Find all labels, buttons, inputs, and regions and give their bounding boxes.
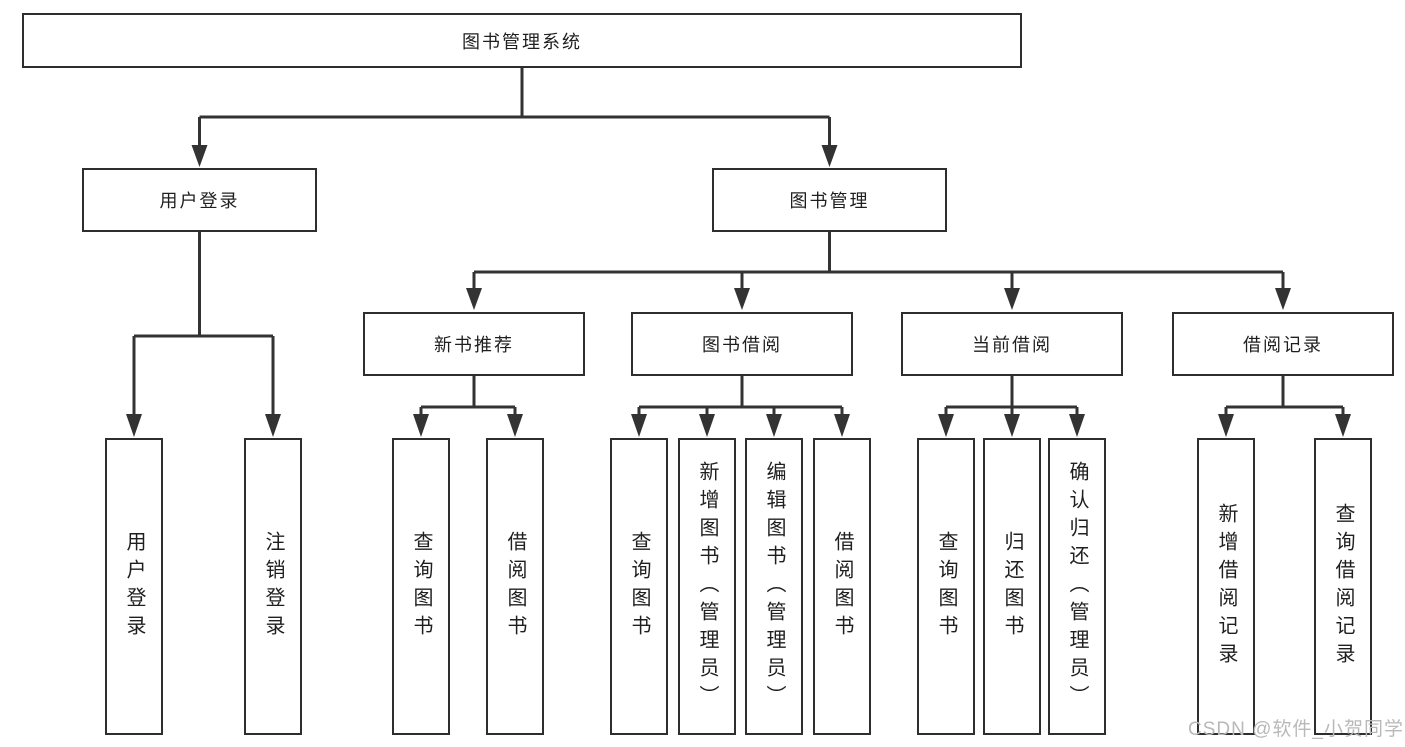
node-borrow-record: 借阅记录 — [1172, 312, 1394, 376]
node-new-book-recommend: 新书推荐 — [363, 312, 585, 376]
leaf-query-books-recommend-label: 查询图书 — [410, 530, 432, 643]
leaf-query-books-current-label: 查询图书 — [935, 530, 957, 643]
node-borrow-record-label: 借阅记录 — [1243, 335, 1323, 355]
leaf-borrow-books: 借阅图书 — [813, 438, 871, 735]
leaf-query-borrow-record: 查询借阅记录 — [1314, 438, 1372, 735]
node-book-management-label: 图书管理 — [789, 191, 870, 211]
leaf-borrow-books-recommend: 借阅图书 — [486, 438, 544, 735]
leaf-add-books-admin-label: 新增图书（管理员） — [696, 460, 718, 713]
leaf-add-borrow-record: 新增借阅记录 — [1197, 438, 1255, 735]
csdn-watermark: CSDN @软件_小贺同学 — [1188, 719, 1404, 740]
leaf-query-books-recommend: 查询图书 — [392, 438, 450, 735]
node-current-borrow-label: 当前借阅 — [972, 335, 1052, 355]
leaf-query-books-borrow-label: 查询图书 — [628, 530, 650, 643]
leaf-add-borrow-record-label: 新增借阅记录 — [1215, 502, 1237, 671]
node-book-borrow-label: 图书借阅 — [702, 335, 782, 355]
leaf-edit-books-admin: 编辑图书（管理员） — [745, 438, 803, 735]
leaf-edit-books-admin-label: 编辑图书（管理员） — [763, 460, 785, 713]
node-new-book-recommend-label: 新书推荐 — [434, 335, 514, 355]
leaf-query-books-current: 查询图书 — [917, 438, 975, 735]
node-user-login: 用户登录 — [82, 168, 317, 232]
leaf-borrow-books-label: 借阅图书 — [831, 530, 853, 643]
node-root: 图书管理系统 — [22, 13, 1022, 68]
leaf-return-books-label: 归还图书 — [1001, 530, 1023, 643]
node-book-management: 图书管理 — [712, 168, 947, 232]
leaf-logout-login: 注销登录 — [244, 438, 302, 735]
leaf-query-borrow-record-label: 查询借阅记录 — [1332, 502, 1354, 671]
leaf-logout-login-label: 注销登录 — [262, 530, 284, 643]
node-root-label: 图书管理系统 — [462, 31, 582, 52]
arrowheads — [126, 145, 1351, 437]
leaf-return-books: 归还图书 — [983, 438, 1041, 735]
node-user-login-label: 用户登录 — [159, 191, 240, 211]
leaf-user-login: 用户登录 — [105, 438, 163, 735]
leaf-user-login-label: 用户登录 — [123, 530, 145, 643]
node-book-borrow: 图书借阅 — [631, 312, 853, 376]
leaf-confirm-return-admin: 确认归还（管理员） — [1048, 438, 1106, 735]
leaf-borrow-books-recommend-label: 借阅图书 — [504, 530, 526, 643]
leaf-add-books-admin: 新增图书（管理员） — [678, 438, 736, 735]
leaf-query-books-borrow: 查询图书 — [610, 438, 668, 735]
node-current-borrow: 当前借阅 — [901, 312, 1123, 376]
leaf-confirm-return-admin-label: 确认归还（管理员） — [1066, 460, 1088, 713]
